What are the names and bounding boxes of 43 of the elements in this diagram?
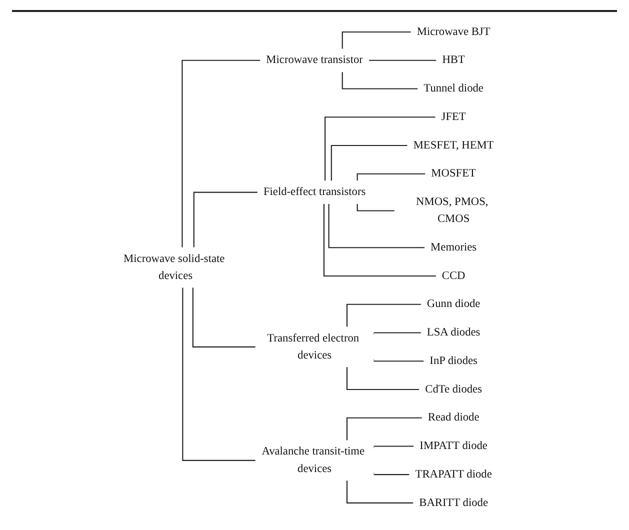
node-text: Field-effect transistors [263,185,366,198]
node-text: BARITT diode [419,496,488,508]
node-text: JFET [441,110,466,122]
node-text: InP diodes [430,354,478,366]
node-text: Transferred electron devices [267,332,360,361]
connector [328,203,425,248]
node-text: Microwave BJT [416,25,490,38]
connector [193,191,258,248]
node-text: MOSFET [431,166,476,180]
node-text: CdTe diodes [425,382,482,395]
connector [346,480,414,503]
connector [192,286,256,347]
node-text: IMPATT diode [420,439,488,452]
connector [342,30,412,49]
node-text: Memories [430,240,477,253]
node-text: Avalanche transit-time devices [262,445,364,474]
node-text: MESFET, HEMT [413,138,494,151]
connector [346,416,422,440]
connector [182,286,256,460]
connector [372,472,410,475]
node-text: NMOS, PMOS, CMOS [416,195,488,224]
node-text: Tunnel diode [424,82,484,94]
connector [372,358,424,362]
connector [356,172,426,180]
connector [346,303,422,327]
node-text: TRAPATT diode [415,468,492,480]
connector [372,332,422,334]
connector [323,203,436,276]
connector [368,59,436,60]
node-text: HBT [442,54,465,66]
node-text: Microwave transistor [266,54,363,66]
node-text: LSA diodes [426,326,480,338]
connector [356,203,395,211]
connector [182,59,260,248]
node-text: Microwave solid-state devices [123,252,225,282]
connector [372,445,414,448]
connector [342,71,418,89]
connector [346,366,420,390]
node-text: CCD [442,269,466,282]
connector [330,144,408,180]
node-text: Gunn diode [426,297,480,310]
node-text: Read diode [428,410,480,424]
connector [324,116,436,180]
